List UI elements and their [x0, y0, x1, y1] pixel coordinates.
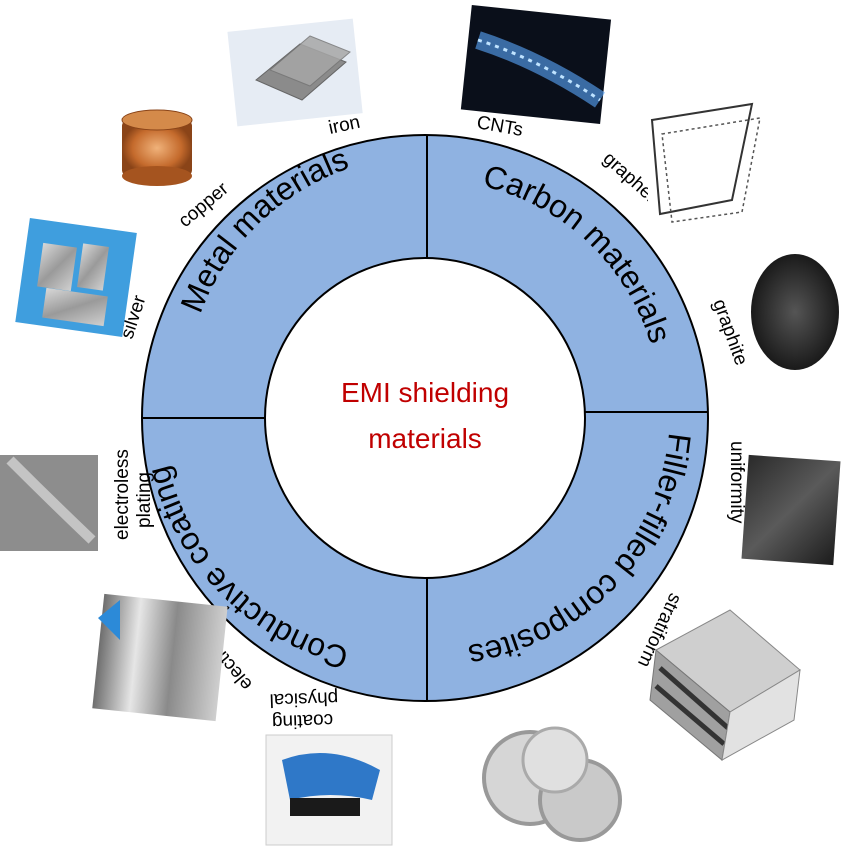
blue-accent	[98, 600, 120, 640]
item-label-physical-1: physical	[269, 687, 338, 710]
silver-photo	[15, 218, 137, 338]
block-side	[721, 669, 801, 761]
film-sheet	[741, 454, 841, 566]
category-ring	[141, 134, 709, 702]
copper-spool-bottom	[122, 166, 192, 186]
item-label-electroless-2: plating	[134, 472, 155, 528]
stratiform-photo	[649, 609, 801, 761]
graphite-powder	[751, 254, 839, 370]
electroless-plating-photo	[0, 455, 98, 551]
iron-sheet-2	[269, 35, 351, 87]
uniformity-photo	[741, 454, 841, 566]
electroplate-photo	[92, 593, 228, 722]
copper-spool-top	[121, 109, 193, 131]
black-film	[290, 798, 360, 816]
item-label-cnts: CNTs	[475, 112, 524, 141]
nanotube-lattice	[477, 38, 601, 102]
cladding-photo	[482, 726, 622, 842]
silver-plate-1	[37, 242, 77, 292]
metal-roll	[92, 593, 228, 722]
graphite-photo	[751, 254, 839, 370]
silver-plate-3	[42, 287, 108, 327]
graphene-photo	[648, 98, 766, 223]
item-label-physical-2: coating	[272, 709, 334, 732]
center-title-line1: EMI shielding	[341, 377, 509, 408]
item-label-electroless-1: electroless	[112, 449, 133, 540]
physical-coating-photo	[265, 734, 393, 846]
layer-2	[654, 684, 726, 746]
layer-1	[658, 666, 730, 730]
graphene-sheet-1	[650, 102, 754, 216]
copper-spool-body	[122, 120, 192, 176]
fabric-fold	[6, 456, 96, 544]
ring-inner	[264, 257, 586, 579]
blue-glove	[282, 752, 380, 800]
iron-sheets-photo	[227, 18, 363, 127]
graphene-sheet-2	[661, 117, 761, 223]
silver-plate-2	[77, 243, 109, 291]
photo-frame-graphene	[648, 98, 766, 216]
item-label-graphite: graphite	[708, 297, 751, 369]
cnts-photo	[460, 4, 612, 125]
particle-3	[521, 726, 589, 794]
item-label-uniformity: uniformity	[726, 441, 747, 524]
copper-photo	[112, 100, 202, 190]
center-title-line2: materials	[368, 423, 482, 454]
